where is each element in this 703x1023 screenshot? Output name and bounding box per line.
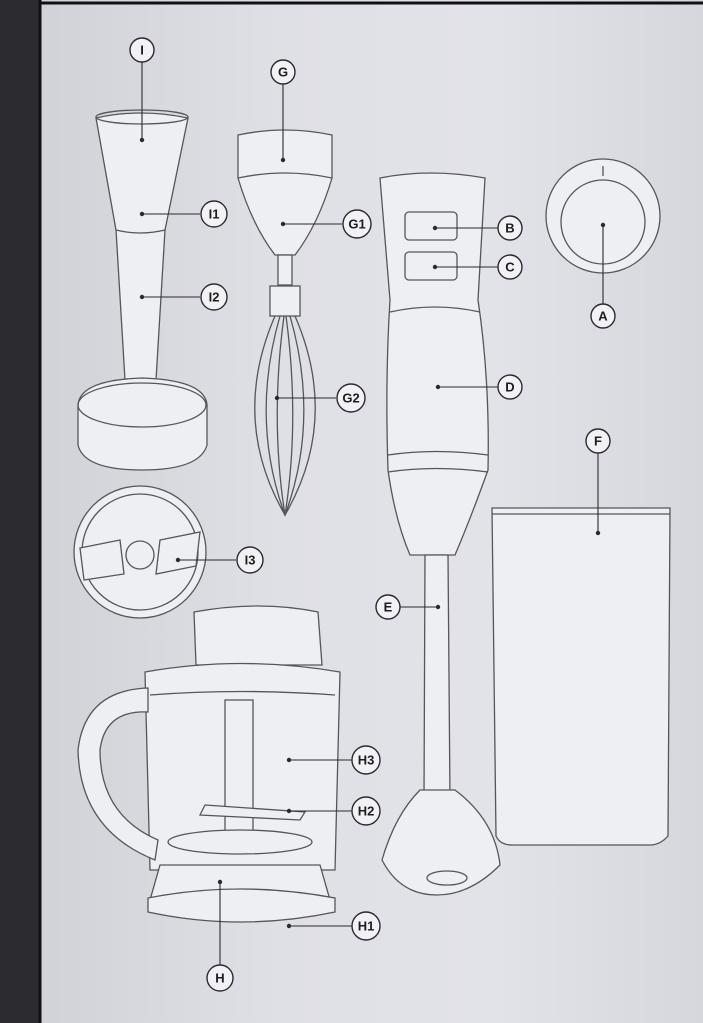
svg-text:H2: H2 <box>358 804 375 819</box>
label-G1: G1 <box>342 209 372 239</box>
label-D: D <box>497 374 523 400</box>
label-I3: I3 <box>236 546 264 574</box>
svg-text:E: E <box>384 600 393 615</box>
label-A: A <box>590 303 616 329</box>
label-I: I <box>129 37 155 63</box>
svg-text:G1: G1 <box>348 217 365 232</box>
beaker <box>491 507 671 846</box>
svg-text:H: H <box>215 971 224 986</box>
label-C: C <box>497 254 523 280</box>
label-G2: G2 <box>336 383 366 413</box>
masher-disk <box>73 485 207 619</box>
potato-masher <box>77 109 208 471</box>
motor-unit <box>379 172 501 896</box>
whisk-attachment <box>237 129 333 517</box>
label-G: G <box>270 59 296 85</box>
svg-text:I1: I1 <box>209 207 220 222</box>
svg-text:G2: G2 <box>342 391 359 406</box>
svg-text:C: C <box>505 260 515 275</box>
svg-text:H1: H1 <box>358 919 375 934</box>
svg-text:I3: I3 <box>245 553 256 568</box>
label-H2: H2 <box>351 796 381 826</box>
callouts <box>139 62 606 965</box>
svg-text:D: D <box>505 380 514 395</box>
speed-knob <box>545 158 661 274</box>
svg-text:I2: I2 <box>209 290 220 305</box>
svg-text:G: G <box>278 65 288 80</box>
svg-text:A: A <box>598 309 608 324</box>
label-H: H <box>206 964 234 992</box>
svg-text:H3: H3 <box>358 753 375 768</box>
label-H3: H3 <box>351 745 381 775</box>
svg-text:B: B <box>505 221 514 236</box>
label-E: E <box>375 594 401 620</box>
chopper-bowl <box>77 605 341 923</box>
svg-text:F: F <box>594 434 602 449</box>
label-B: B <box>497 215 523 241</box>
label-I1: I1 <box>200 200 228 228</box>
label-H1: H1 <box>351 911 381 941</box>
page-edge-shadow <box>0 0 40 1023</box>
label-I2: I2 <box>200 283 228 311</box>
label-F: F <box>585 428 611 454</box>
svg-text:I: I <box>140 43 144 58</box>
